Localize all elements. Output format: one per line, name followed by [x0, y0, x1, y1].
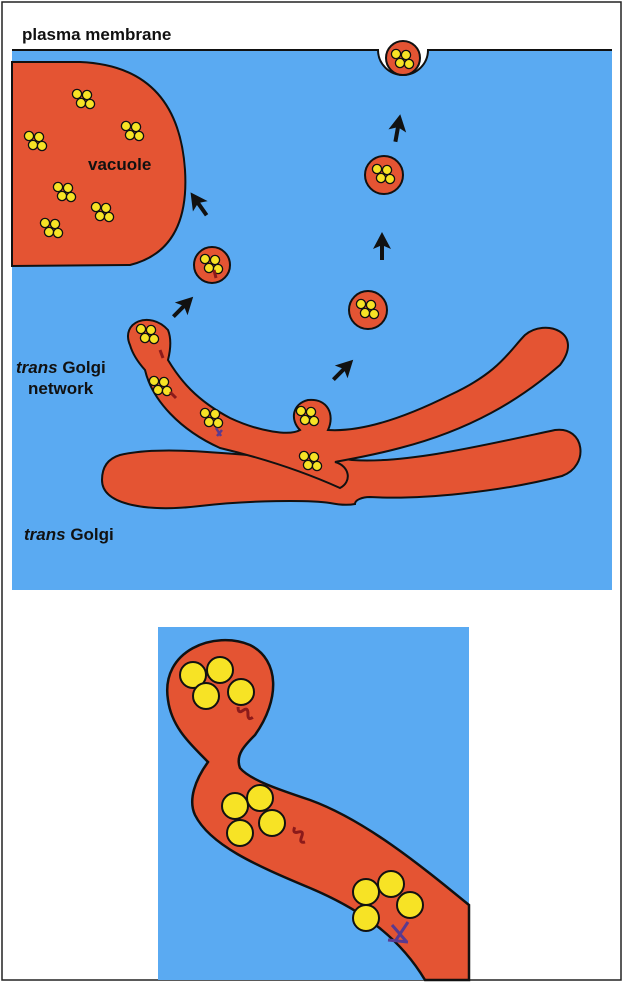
- tgn-label-line2: network: [28, 379, 94, 398]
- enlarged-panel: [158, 627, 469, 980]
- golgi-label-italic: trans: [24, 525, 66, 544]
- trans-golgi-label: trans Golgi: [24, 525, 114, 544]
- tgn-label-italic: trans: [16, 358, 58, 377]
- plasma-membrane-label: plasma membrane: [22, 25, 171, 44]
- tgn-label-rest: Golgi: [62, 358, 105, 377]
- receptor-icon: [214, 270, 216, 278]
- top-panel: plasma membrane vacuole: [12, 25, 612, 590]
- vacuole-label: vacuole: [88, 155, 151, 174]
- golgi-label-rest: Golgi: [70, 525, 113, 544]
- tgn-label-line1: trans Golgi: [16, 358, 106, 377]
